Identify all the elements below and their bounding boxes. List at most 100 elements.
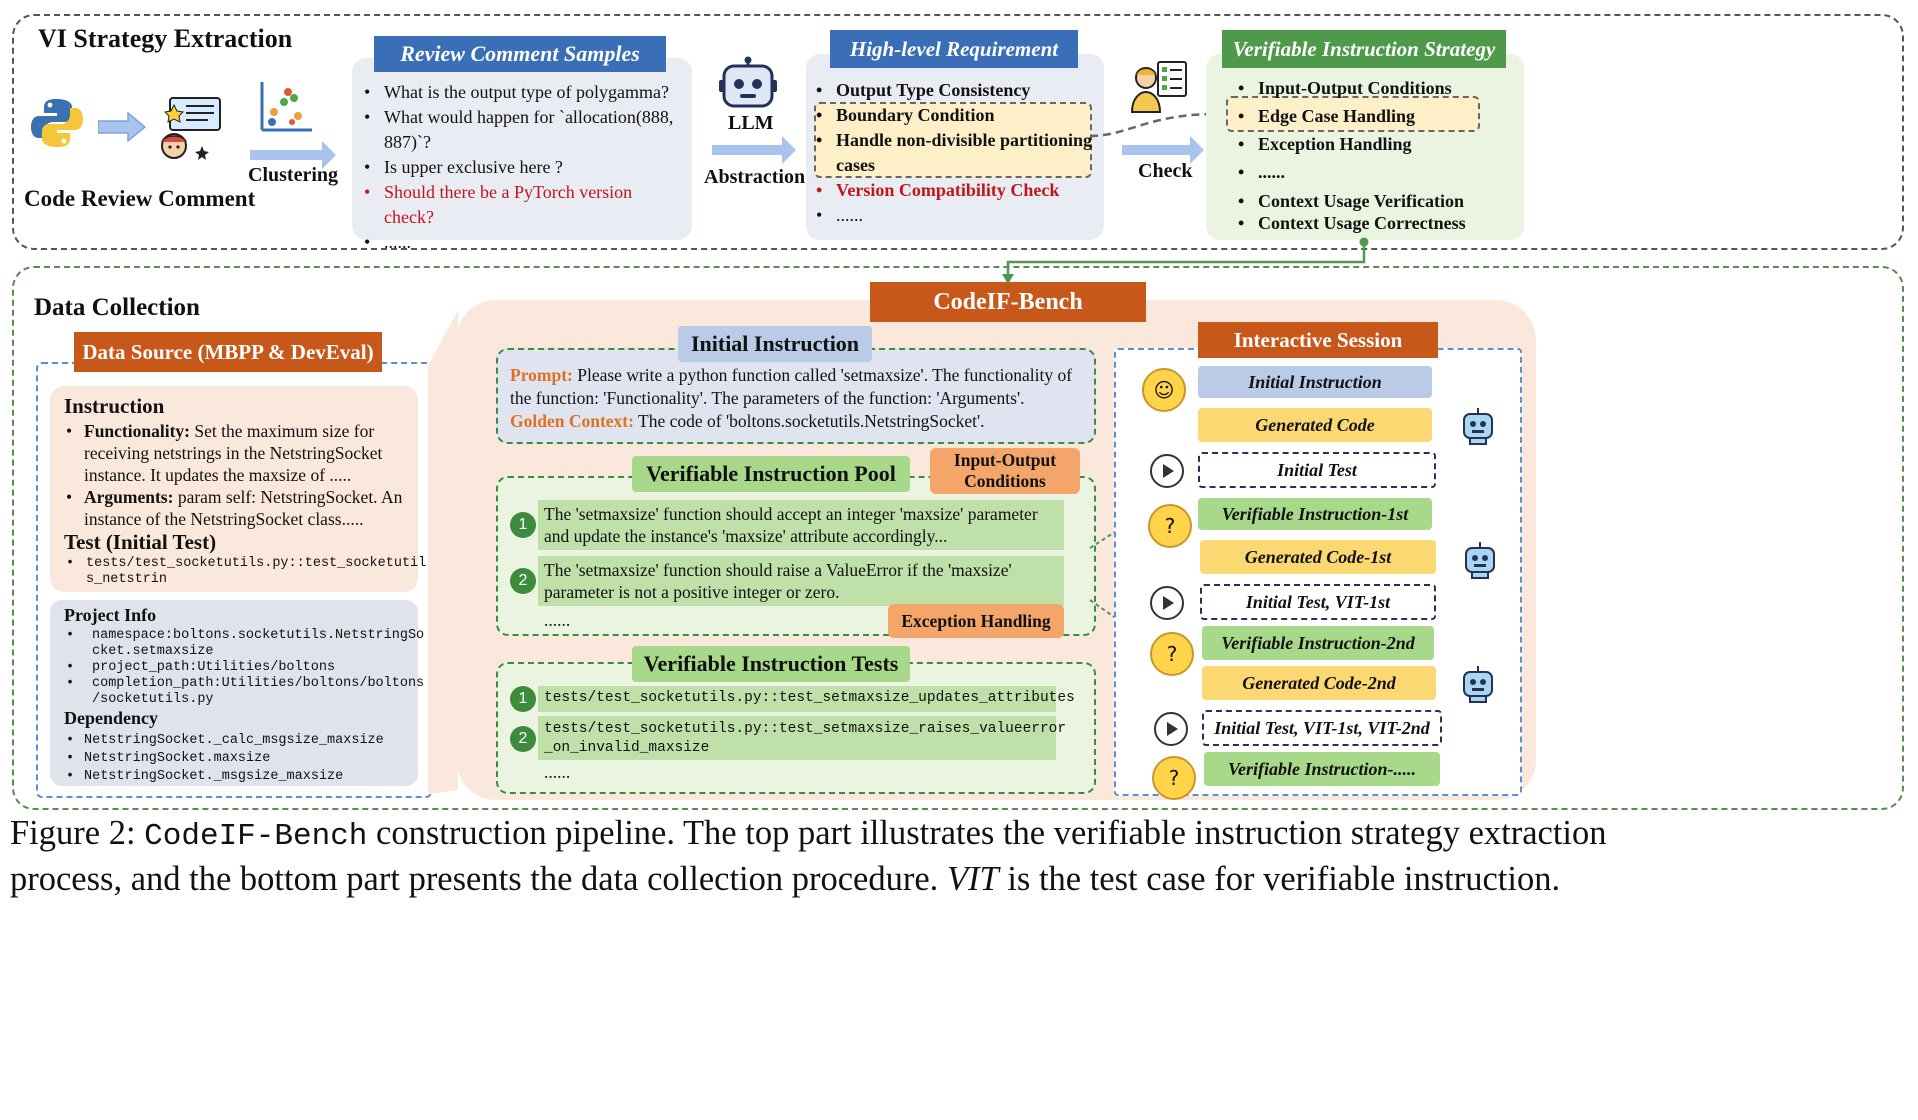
vi-strategy-item: Input-Output Conditions xyxy=(1236,74,1516,102)
initial-test-line: s_netstrin xyxy=(86,572,168,587)
high-level-list: Output Type Consistency Boundary Conditi… xyxy=(814,78,1094,228)
run-test-icon xyxy=(1150,454,1184,488)
prompt-text: Please write a python function called 's… xyxy=(510,365,1073,408)
strategy-extraction-title: VI Strategy Extraction xyxy=(38,24,293,53)
checker-person-icon xyxy=(1130,61,1187,113)
dependency-title: Dependency xyxy=(64,708,158,728)
arguments-text: param self: NetstringSocket. An instance… xyxy=(84,487,403,529)
check-arrow-head-icon xyxy=(1190,136,1204,164)
session-step-generated-code-2nd: Generated Code-2nd xyxy=(1202,666,1436,700)
project-info-line: /socketutils.py xyxy=(92,692,214,707)
caption-prefix: Figure 2: xyxy=(10,814,145,852)
initial-instruction-body: Prompt: Please write a python function c… xyxy=(510,364,1084,433)
code-review-comment-label: Code Review Comment xyxy=(24,186,256,211)
codeif-bench-title: CodeIF-Bench xyxy=(870,282,1146,322)
caption-line-1: Figure 2: CodeIF-Bench construction pipe… xyxy=(10,812,1910,858)
llm-robot-icon xyxy=(719,56,777,108)
vi-strategy-item: Exception Handling xyxy=(1236,130,1516,158)
vi-pool-item-bg xyxy=(538,556,1064,606)
project-info-line: completion_path:Utilities/boltons/bolton… xyxy=(92,676,425,691)
project-info-item: • completion_path:Utilities/boltons/bolt… xyxy=(66,676,425,707)
arrow-right-icon xyxy=(98,112,146,142)
data-source-header: Data Source (MBPP & DevEval) xyxy=(74,332,382,372)
instruction-title: Instruction xyxy=(64,394,165,418)
functionality-label: Functionality: xyxy=(84,421,190,441)
high-level-item: Version Compatibility Check xyxy=(814,178,1094,203)
review-sample-item: What would happen for `allocation(888, 8… xyxy=(362,105,682,155)
vi-strategy-item: Edge Case Handling xyxy=(1236,102,1516,130)
vi-test-line: tests/test_socketutils.py::test_setmaxsi… xyxy=(544,721,1067,737)
project-info-card xyxy=(50,600,418,786)
golden-context-text: The code of 'boltons.socketutils.Netstri… xyxy=(638,411,985,431)
strategy-extraction-section xyxy=(12,14,1904,250)
high-level-item: Boundary Condition xyxy=(814,103,1094,128)
initial-test-line: tests/test_socketutils.py::test_socketut… xyxy=(86,556,427,571)
dependency-item: NetstringSocket._msgsize_maxsize xyxy=(84,769,344,784)
vi-pool-header: Verifiable Instruction Pool xyxy=(632,456,910,492)
high-level-item: ...... xyxy=(814,203,1094,228)
assistant-robot-icon xyxy=(1465,542,1495,579)
check-arrow xyxy=(1122,145,1192,155)
vi-pool-number-2: 2 xyxy=(510,568,536,594)
review-samples-list: What is the output type of polygamma? Wh… xyxy=(362,80,682,255)
vi-pool-number-1: 1 xyxy=(510,512,536,538)
vi-pool-tag-exception: Exception Handling xyxy=(888,604,1064,638)
golden-context-label: Golden Context: xyxy=(510,411,634,431)
user-thinking-icon: ? xyxy=(1148,504,1192,548)
assistant-robot-icon xyxy=(1463,666,1493,703)
caption-text-3: is the test case for verifiable instruct… xyxy=(998,860,1561,898)
vi-strategy-header: Verifiable Instruction Strategy xyxy=(1222,30,1506,68)
vi-pool-tag-input-output: Input-Output Conditions xyxy=(930,448,1080,494)
dependency-list: NetstringSocket._calc_msgsize_maxsize Ne… xyxy=(64,732,384,786)
caption-code-name: CodeIF-Bench xyxy=(144,819,368,854)
session-step-generated-code: Generated Code xyxy=(1198,408,1432,442)
session-step-initial-instruction: Initial Instruction xyxy=(1198,366,1432,398)
high-level-item: Output Type Consistency xyxy=(814,78,1094,103)
clustering-arrow xyxy=(250,150,324,160)
source-to-bench-funnel xyxy=(428,310,458,794)
vi-pool-item: The 'setmaxsize' function should raise a… xyxy=(544,560,1012,602)
instruction-card xyxy=(50,386,418,592)
abstraction-arrow-head-icon xyxy=(782,136,796,164)
review-sample-item: ...... xyxy=(362,230,682,255)
functionality-text: Set the maximum size for receiving netst… xyxy=(84,421,383,485)
vi-tests-number-1: 1 xyxy=(510,686,536,712)
vi-strategy-item: Context Usage Verification xyxy=(1236,190,1516,212)
clustering-label: Clustering xyxy=(248,164,338,186)
dependency-item: NetstringSocket.maxsize xyxy=(84,751,271,766)
vi-pool-item-bg xyxy=(538,500,1064,550)
strategy-to-bench-connector xyxy=(1002,237,1369,284)
user-smile-icon: ☺ xyxy=(1142,368,1186,412)
caption-text-2: process, and the bottom part presents th… xyxy=(10,860,947,898)
vi-strategy-item: Context Usage Correctness xyxy=(1236,212,1516,234)
high-level-item: Handle non-divisible partitioning cases xyxy=(814,128,1094,178)
initial-instruction-header: Initial Instruction xyxy=(678,326,872,362)
assistant-robot-icon xyxy=(1463,408,1493,445)
initial-test-entry: • tests/test_socketutils.py::test_socket… xyxy=(66,556,427,587)
session-step-vi-2nd: Verifiable Instruction-2nd xyxy=(1202,626,1434,660)
project-info-item: • project_path:Utilities/boltons xyxy=(64,660,424,676)
dependency-item: NetstringSocket._calc_msgsize_maxsize xyxy=(84,733,384,748)
run-test-icon xyxy=(1150,586,1184,620)
data-collection-section xyxy=(12,266,1904,810)
vi-tests-more: ...... xyxy=(544,762,571,782)
functionality-entry: • Functionality: Set the maximum size fo… xyxy=(66,421,383,485)
session-header: Interactive Session xyxy=(1198,322,1438,358)
clustering-arrow-head-icon xyxy=(322,141,336,169)
cluster-chart-icon xyxy=(260,82,312,132)
reviewer-chat-icon xyxy=(161,97,221,160)
vi-tests-number-2: 2 xyxy=(510,726,536,752)
python-logo-icon xyxy=(31,99,83,147)
arguments-entry: • Arguments: param self: NetstringSocket… xyxy=(66,487,403,529)
initial-instruction-card xyxy=(496,348,1096,444)
vi-pool-more: ...... xyxy=(544,610,571,630)
caption-vit: VIT xyxy=(946,860,999,898)
run-test-icon xyxy=(1154,712,1188,746)
review-samples-header: Review Comment Samples xyxy=(374,36,666,72)
project-info-item: • namespace:boltons.socketutils.Netstrin… xyxy=(66,628,425,659)
project-info-line: cket.setmaxsize xyxy=(92,644,214,659)
vi-test-item-bg xyxy=(538,686,1056,712)
review-sample-item: What is the output type of polygamma? xyxy=(362,80,682,105)
project-info-line: namespace:boltons.socketutils.NetstringS… xyxy=(92,628,425,643)
high-level-header: High-level Requirement xyxy=(830,30,1078,68)
